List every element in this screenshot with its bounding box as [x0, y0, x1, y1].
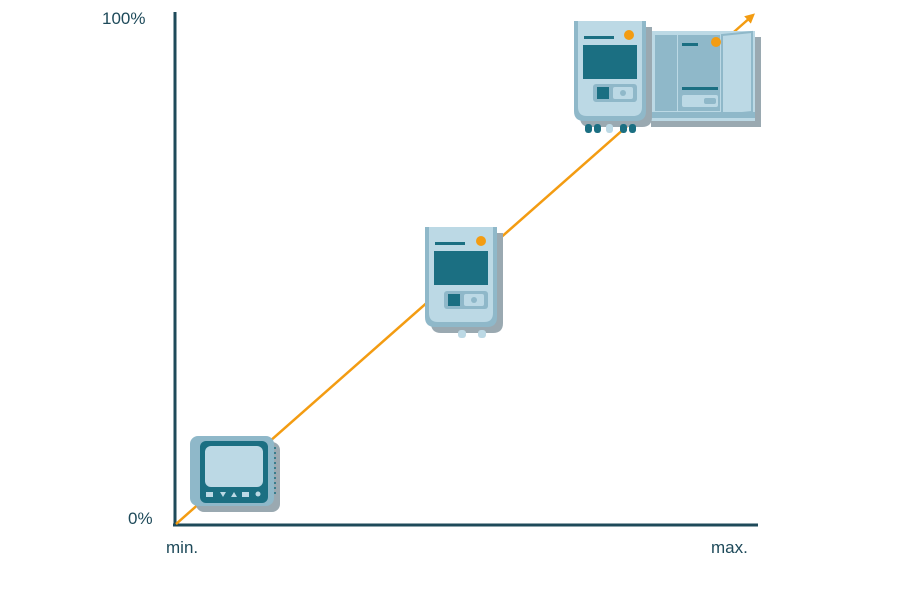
large-system-icon	[574, 21, 761, 133]
small-monitor-icon	[190, 436, 280, 512]
medium-controller-icon	[425, 227, 503, 338]
y-axis-max-label: 100%	[102, 9, 146, 28]
cable-connectors	[585, 124, 636, 133]
x-axis-max-label: max.	[711, 538, 748, 557]
y-axis-min-label: 0%	[128, 509, 153, 528]
x-axis-min-label: min.	[166, 538, 199, 557]
